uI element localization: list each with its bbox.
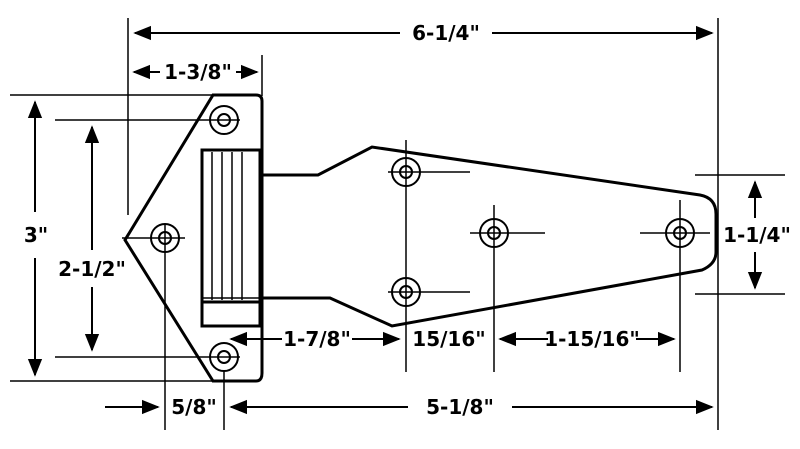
dim-hole-offset-b: 1-15/16" bbox=[544, 327, 640, 351]
dim-apex-to-pin: 5/8" bbox=[171, 395, 217, 419]
dimension-lines bbox=[27, 25, 763, 415]
dim-pin-to-end: 5-1/8" bbox=[426, 395, 494, 419]
hinge-knuckle bbox=[200, 148, 262, 328]
dim-pin-to-first-hole: 1-7/8" bbox=[283, 327, 351, 351]
dim-overall-length: 6-1/4" bbox=[412, 21, 480, 45]
centerlines bbox=[10, 18, 785, 430]
dim-hole-offset-a: 15/16" bbox=[412, 327, 485, 351]
dim-leaf-width: 1-3/8" bbox=[164, 60, 232, 84]
dim-strap-hole-spacing: 1-1/4" bbox=[723, 223, 791, 247]
dim-overall-height: 3" bbox=[24, 223, 48, 247]
dim-hole-spacing-vertical: 2-1/2" bbox=[58, 257, 126, 281]
